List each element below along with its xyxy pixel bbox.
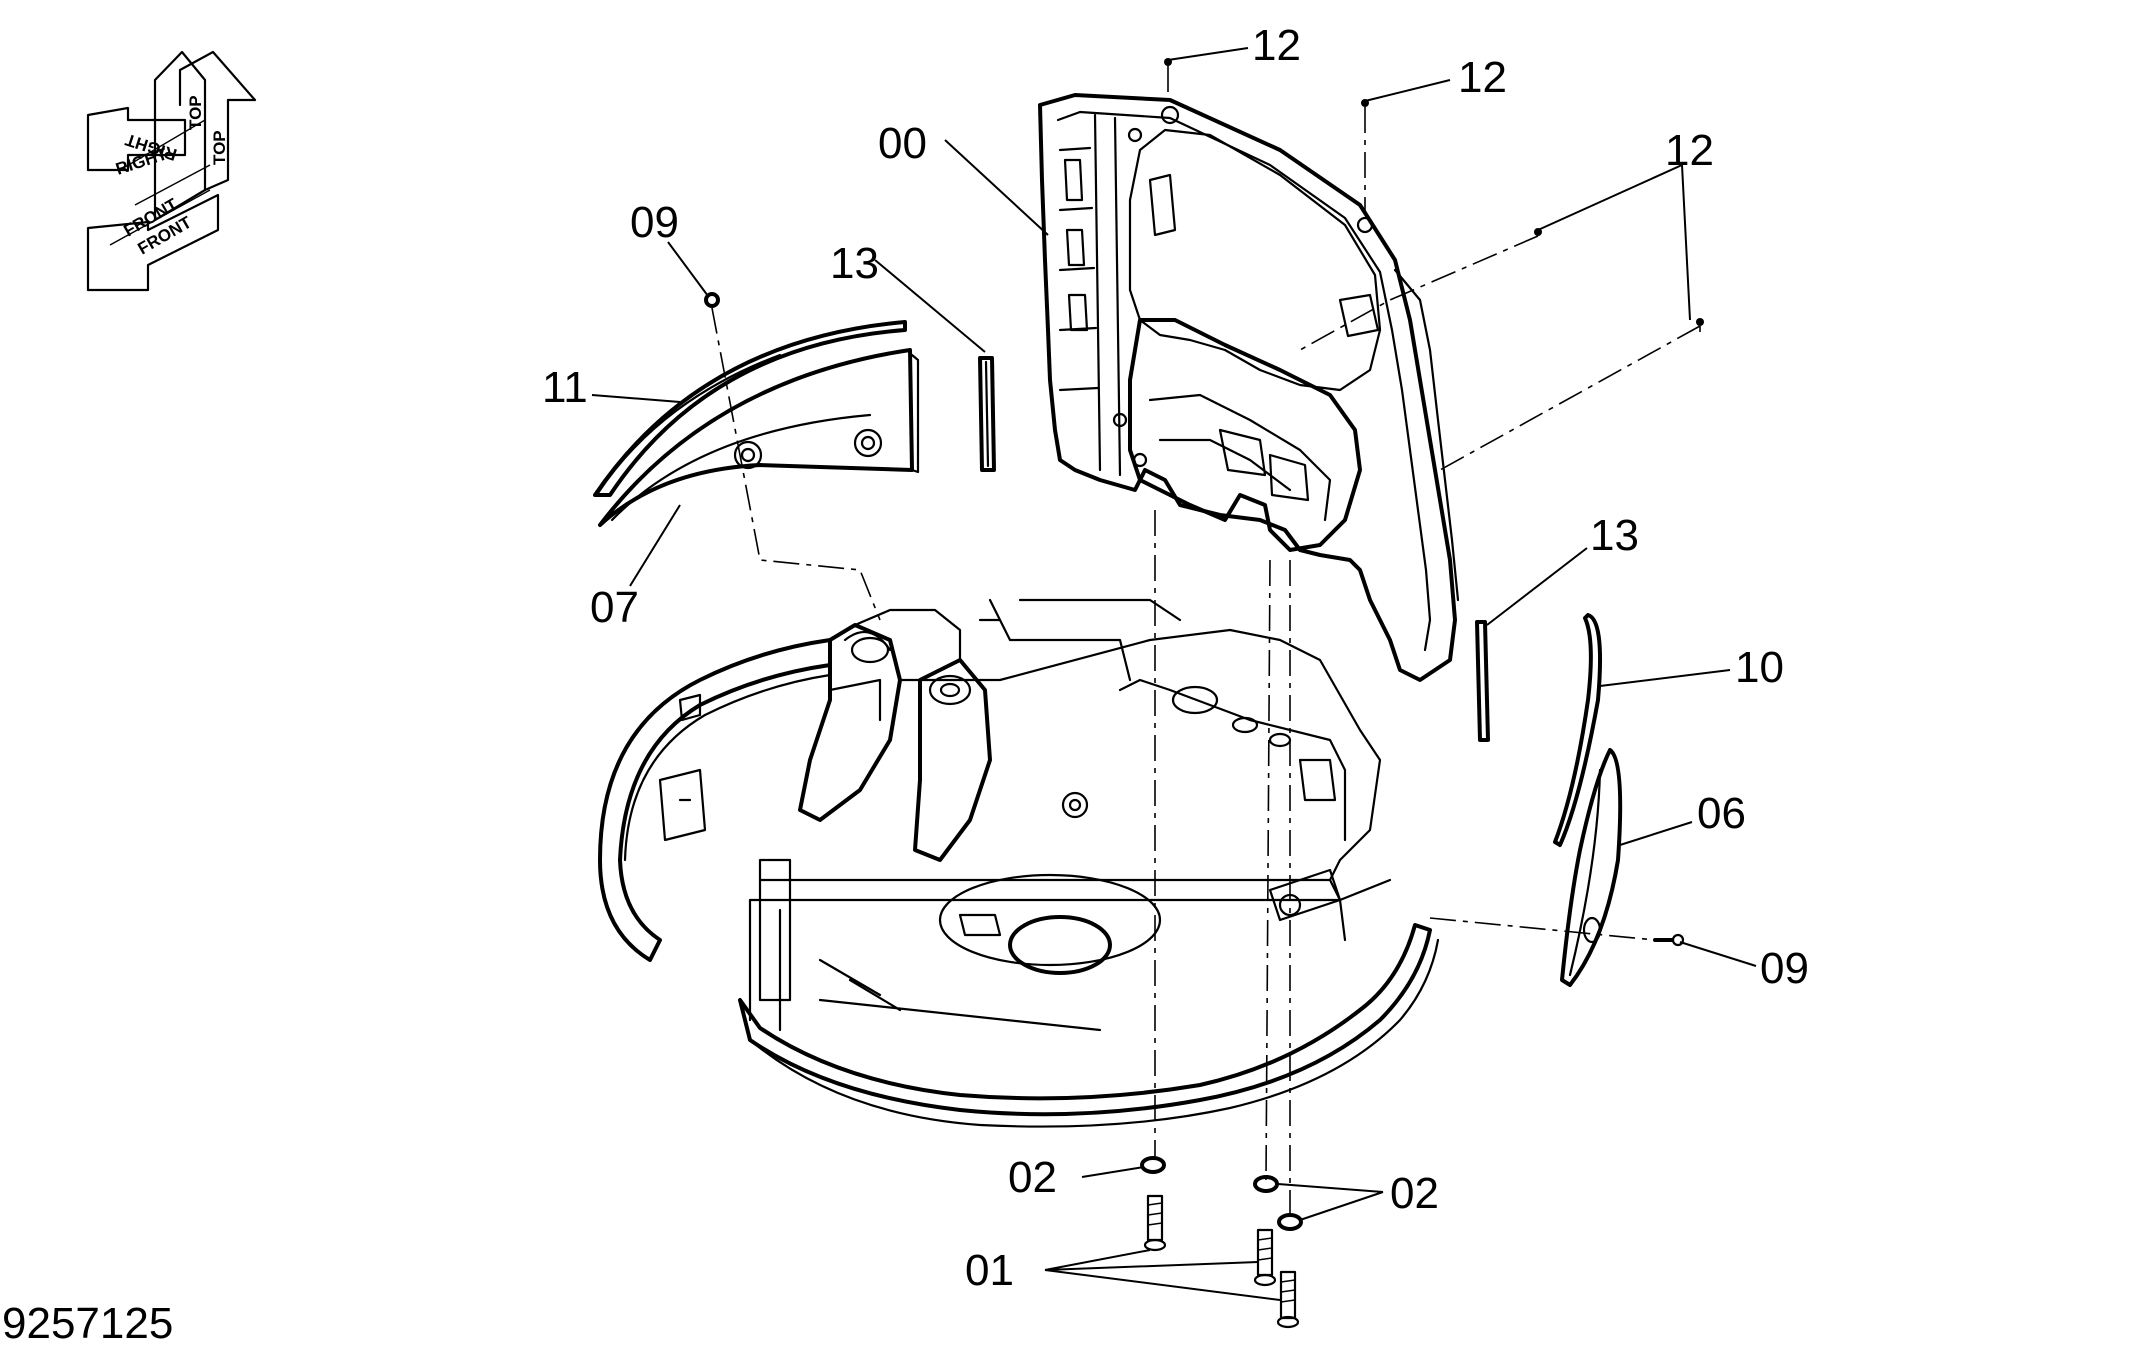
callout-07: 07 [590,583,639,632]
part-07-side-cover [598,348,920,527]
part-06-side-cover [1560,748,1623,987]
callout-02: 02 [1390,1169,1439,1218]
part-10-side-cover [1553,613,1603,847]
part-00-rear-casing [1038,93,1460,682]
callout-10: 10 [1735,643,1784,692]
orientation-icon: TOP TOP RIGHT RIGHT FRONT FRONT [86,50,257,292]
callout-11: 11 [542,363,588,412]
orientation-label-top: TOP [186,95,205,130]
part-13-seal-strip [978,356,996,472]
callout-01: 01 [965,1246,1014,1295]
callout-00: 00 [878,119,927,168]
screw-09 [1653,933,1685,947]
callout-labels: 12 12 12 00 09 13 11 07 13 10 06 09 02 0… [2,21,1809,1345]
callout-12: 12 [1252,21,1301,70]
callout-12: 12 [1458,53,1507,102]
callout-06: 06 [1697,789,1746,838]
washer-02 [1140,1156,1166,1174]
bolt-01 [1143,1194,1167,1252]
callout-02: 02 [1008,1153,1057,1202]
upper-frame [598,598,1440,1128]
drawing-number: 9257125 [2,1299,173,1345]
callout-12: 12 [1665,126,1714,175]
callout-09: 09 [1760,944,1809,993]
callout-13: 13 [830,239,879,288]
leader-lines [591,47,1757,1301]
callout-09: 09 [630,198,679,247]
screw-12 [1696,318,1704,326]
callout-13: 13 [1590,511,1639,560]
bolt-01 [1253,1228,1277,1287]
assembly-lines [711,66,1701,1218]
washer-02 [1277,1213,1303,1231]
part-13-seal-strip [1475,620,1490,742]
bolt-01 [1276,1270,1300,1329]
part-11-side-cover [593,320,907,497]
orientation-label-top: TOP [210,130,229,165]
screw-09 [704,292,720,308]
washer-02 [1253,1175,1279,1193]
